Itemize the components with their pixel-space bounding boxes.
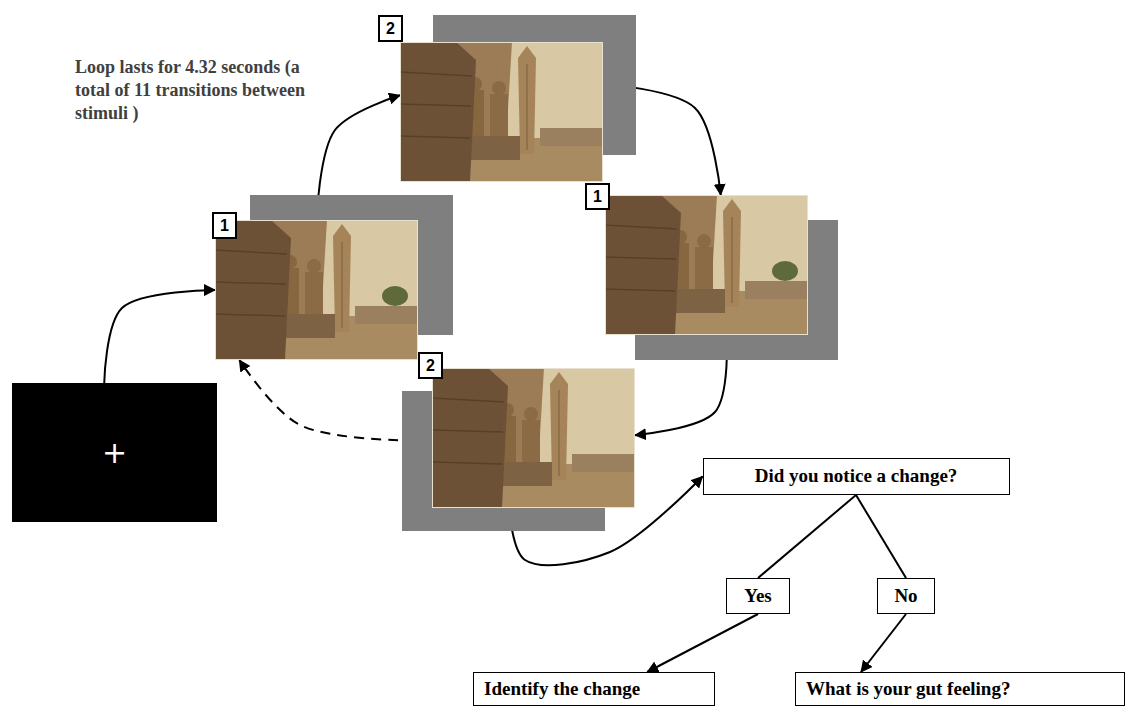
box-text: No: [894, 585, 917, 608]
callout-number: 1: [585, 183, 610, 210]
outcome-box: What is your gut feeling?: [795, 672, 1125, 706]
stimulus-frame: 1: [215, 220, 418, 360]
box-text: Did you notice a change?: [755, 465, 958, 488]
flow-arrow: [647, 614, 758, 672]
stimulus-frame: 2: [400, 42, 603, 182]
stimulus-frame: 1: [605, 195, 808, 335]
callout-number: 2: [418, 352, 443, 379]
answer-box: Yes: [726, 578, 790, 614]
box-text: Yes: [744, 585, 771, 608]
scene-photo: [400, 42, 603, 182]
flow-arrow: [104, 290, 215, 383]
loop-note: Loop lasts for 4.32 seconds (a total of …: [75, 56, 333, 125]
scene-photo: [605, 195, 808, 335]
fixation-cross: +: [102, 438, 127, 468]
flow-arrow: [856, 495, 906, 578]
flow-arrow: [758, 495, 856, 578]
answer-box: No: [877, 578, 935, 614]
box-text: Identify the change: [484, 678, 640, 701]
flow-arrow: [861, 614, 906, 672]
scene-photo: [432, 368, 635, 508]
callout-number: 1: [212, 212, 237, 239]
outcome-box: Identify the change: [473, 672, 715, 706]
question-box: Did you notice a change?: [703, 458, 1010, 495]
callout-number: 2: [378, 15, 403, 42]
fixation-screen: +: [12, 383, 217, 522]
scene-photo: [215, 220, 418, 360]
box-text: What is your gut feeling?: [806, 678, 1010, 701]
stimulus-frame: 2: [432, 368, 635, 508]
